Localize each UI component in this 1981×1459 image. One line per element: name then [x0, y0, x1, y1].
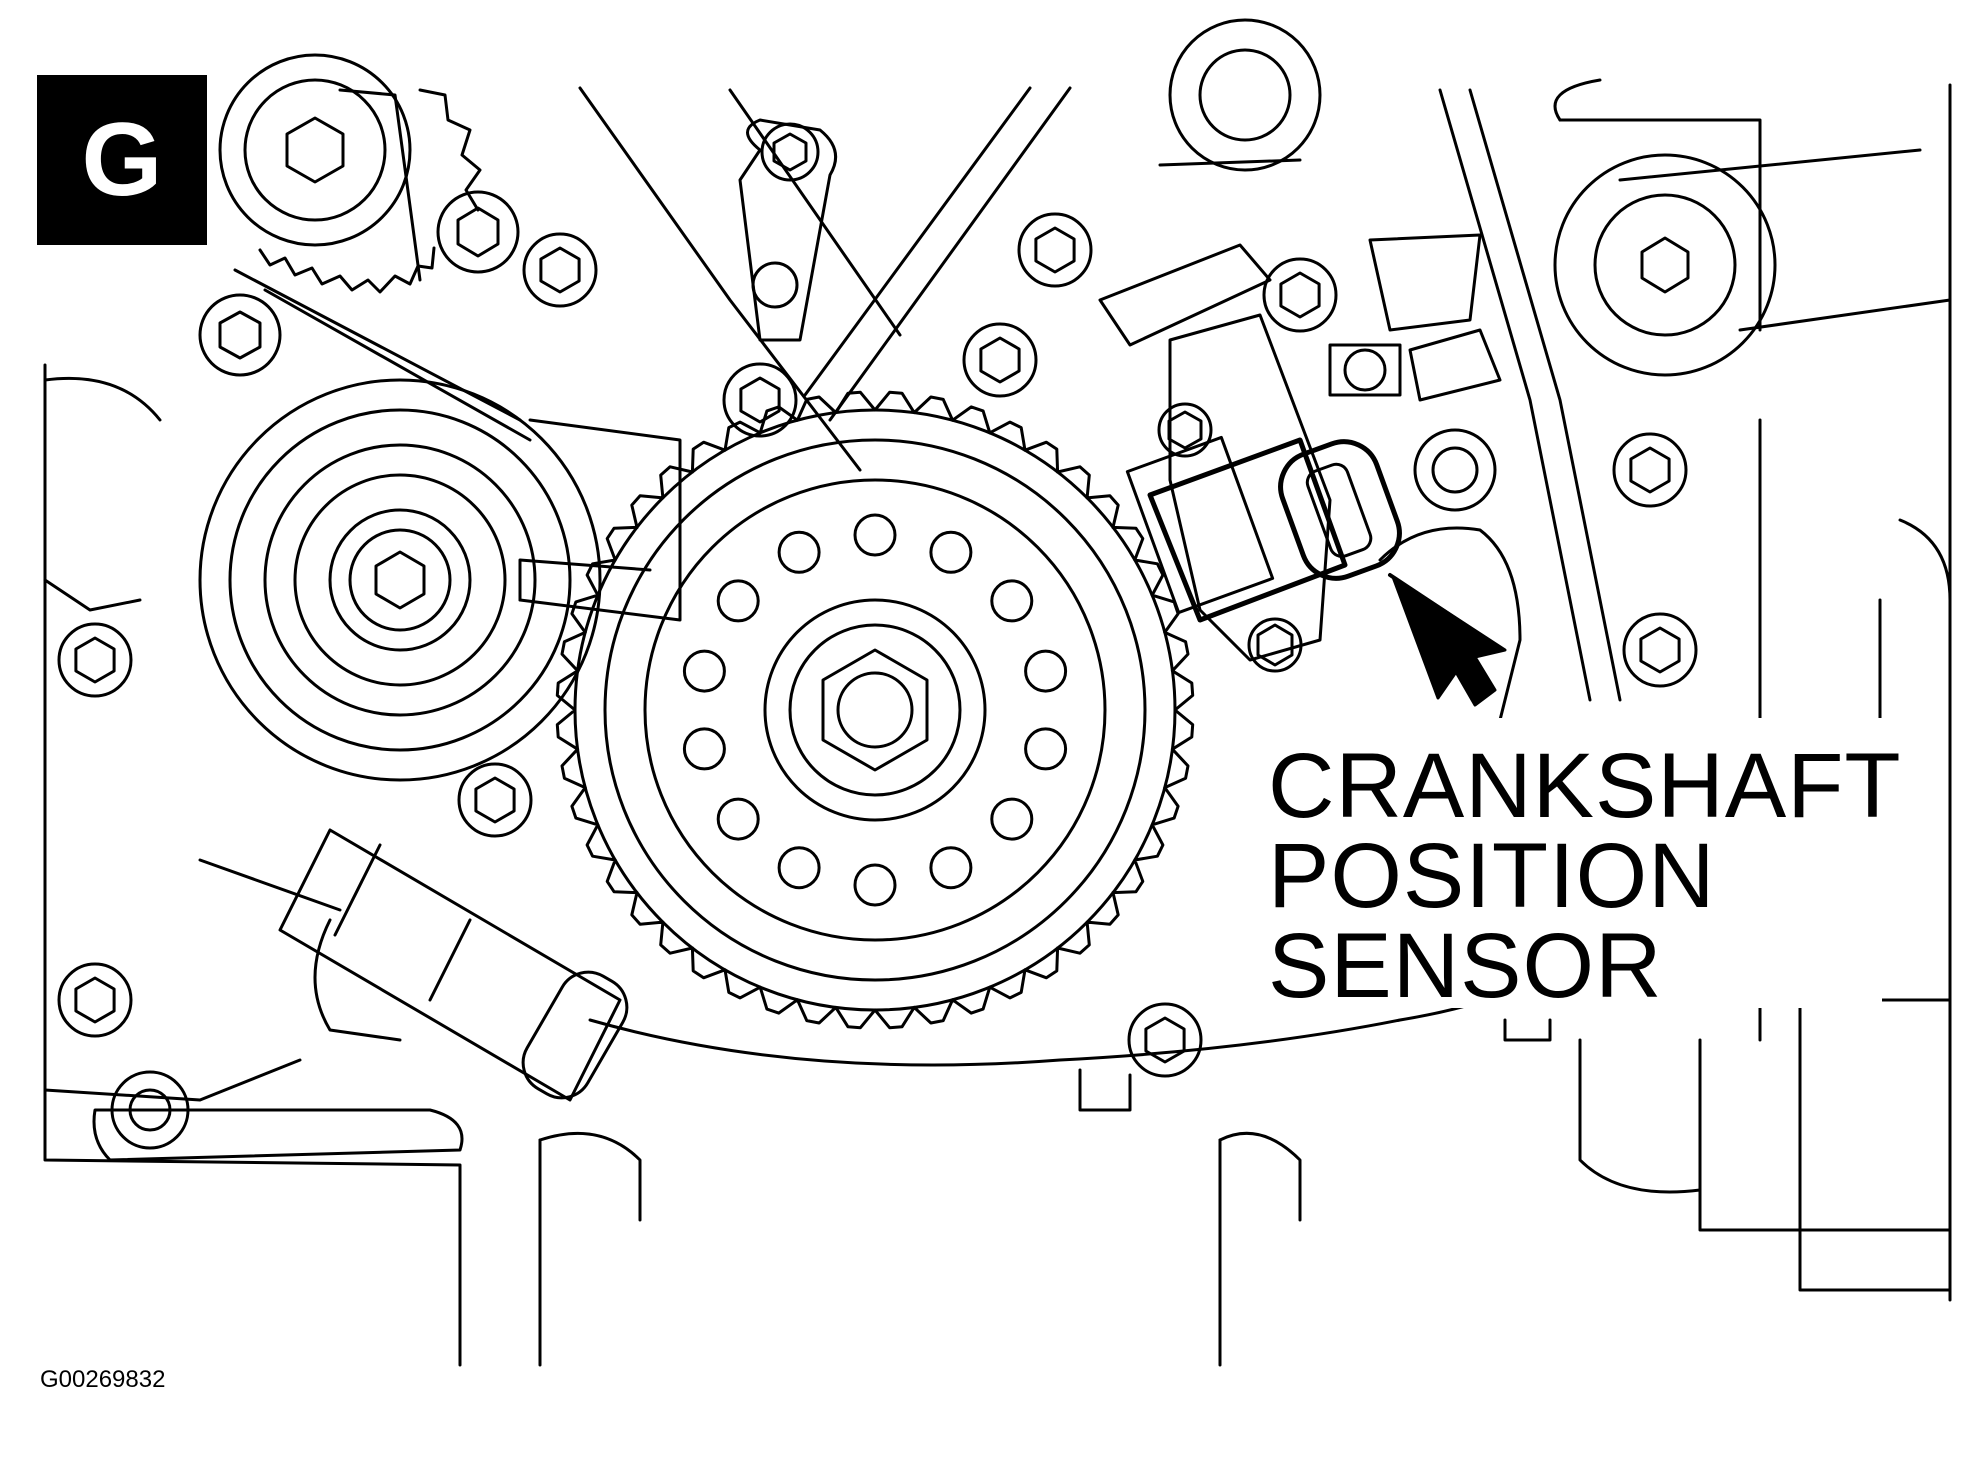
view-letter-badge: G [37, 75, 207, 245]
sprocket-hole [929, 846, 973, 890]
sprocket-hole [990, 797, 1034, 841]
figure-id: G00269832 [40, 1366, 166, 1393]
tensioner-arm [738, 118, 838, 342]
upper-center-components [1158, 18, 1502, 512]
hex-bolt [1262, 257, 1338, 333]
lower-left-sensor [92, 828, 629, 1162]
sprocket-hole [716, 797, 760, 841]
upper-left-bolt [198, 293, 282, 377]
crankshaft-position-sensor [1098, 243, 1402, 673]
callout-line-1: CRANKSHAFT [1268, 735, 1902, 837]
hex-bolt [57, 962, 133, 1038]
hex-bolt [1017, 212, 1093, 288]
timing-belt-runs [233, 86, 1622, 702]
hex-bolt [57, 622, 133, 698]
crankshaft-sprocket [573, 408, 1177, 1012]
sprocket-hole [777, 530, 821, 574]
sprocket-tooth-ring [555, 390, 1195, 1030]
hex-bolt [722, 362, 798, 438]
engine-block-outline [43, 83, 1952, 1367]
hex-bolt [1612, 432, 1688, 508]
engine-bolts [57, 212, 1698, 1078]
idler-pulley-left [198, 378, 682, 782]
hex-bolt [1127, 1002, 1203, 1078]
callout-label-box [1262, 718, 1882, 1008]
hex-bolt [457, 762, 533, 838]
sprocket-hole [929, 530, 973, 574]
hex-bolt [522, 232, 598, 308]
hex-bolt [1622, 612, 1698, 688]
sprocket-hole [682, 727, 726, 771]
sprocket-hole [990, 579, 1034, 623]
sprocket-hole [853, 863, 897, 907]
callout-line-3: SENSOR [1268, 915, 1663, 1017]
sprocket-hole [1024, 649, 1068, 693]
hex-bolt [962, 322, 1038, 398]
sprocket-bolt-holes [682, 513, 1068, 907]
arrow-pointer-icon [1388, 573, 1507, 707]
sprocket-teeth [555, 390, 1195, 1030]
sprocket-hole [1024, 727, 1068, 771]
sprocket-hole [853, 513, 897, 557]
callout-line-2: POSITION [1268, 825, 1716, 927]
upper-left-sprocket [218, 53, 520, 294]
sprocket-hole [682, 649, 726, 693]
sprocket-hole [716, 579, 760, 623]
sprocket-hole [777, 846, 821, 890]
